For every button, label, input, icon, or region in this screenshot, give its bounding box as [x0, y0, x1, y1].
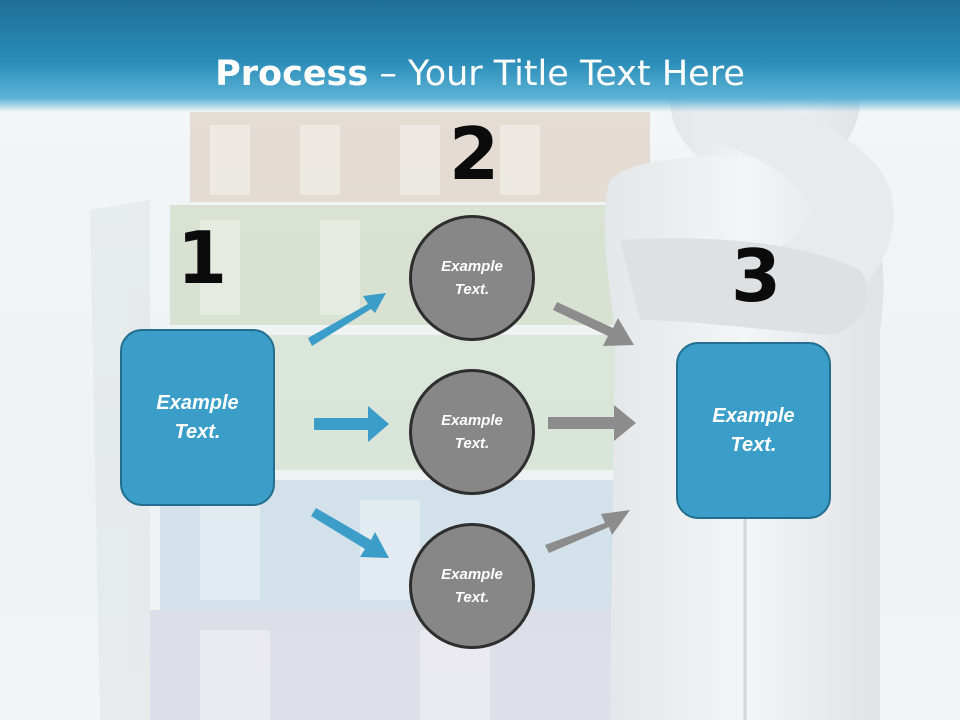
header-bar	[0, 0, 960, 112]
step-number-1: 1	[177, 216, 228, 300]
slab-highlight	[400, 125, 440, 195]
arrow-down-right-blue	[311, 508, 389, 558]
slab-highlight	[210, 125, 250, 195]
left-step-box: Example Text.	[120, 329, 275, 506]
arrow-down-right-gray	[553, 302, 634, 346]
circle-bottom-text: Example Text.	[441, 566, 503, 606]
arrow-up-right-gray	[545, 510, 630, 553]
right-step-box: Example Text.	[676, 342, 831, 519]
slab-highlight	[500, 125, 540, 195]
slab-highlight	[200, 220, 240, 315]
circle-middle-text: Example Text.	[441, 412, 503, 452]
word-slab-how	[140, 610, 640, 720]
right-step-text: Example Text.	[712, 404, 795, 456]
title-rest: – Your Title Text Here	[368, 54, 745, 94]
slab-highlight	[320, 220, 360, 315]
step-number-3: 3	[731, 234, 782, 318]
slab-highlight	[200, 630, 270, 720]
step-number-2: 2	[449, 112, 500, 196]
arrow-up-right-blue	[308, 293, 386, 346]
title-bold: Process	[215, 54, 369, 94]
circle-top-text: Example Text.	[441, 258, 503, 298]
slab-highlight	[200, 500, 260, 600]
circle-middle: Example Text.	[409, 369, 535, 495]
page-title: Process – Your Title Text Here	[0, 52, 960, 96]
slab-highlight	[300, 125, 340, 195]
word-slab-what	[190, 112, 650, 202]
arrow-right-gray	[548, 405, 636, 441]
left-step-text: Example Text.	[156, 391, 239, 443]
circle-top: Example Text.	[409, 215, 535, 341]
arrow-right-blue	[314, 406, 389, 442]
circle-bottom: Example Text.	[409, 523, 535, 649]
